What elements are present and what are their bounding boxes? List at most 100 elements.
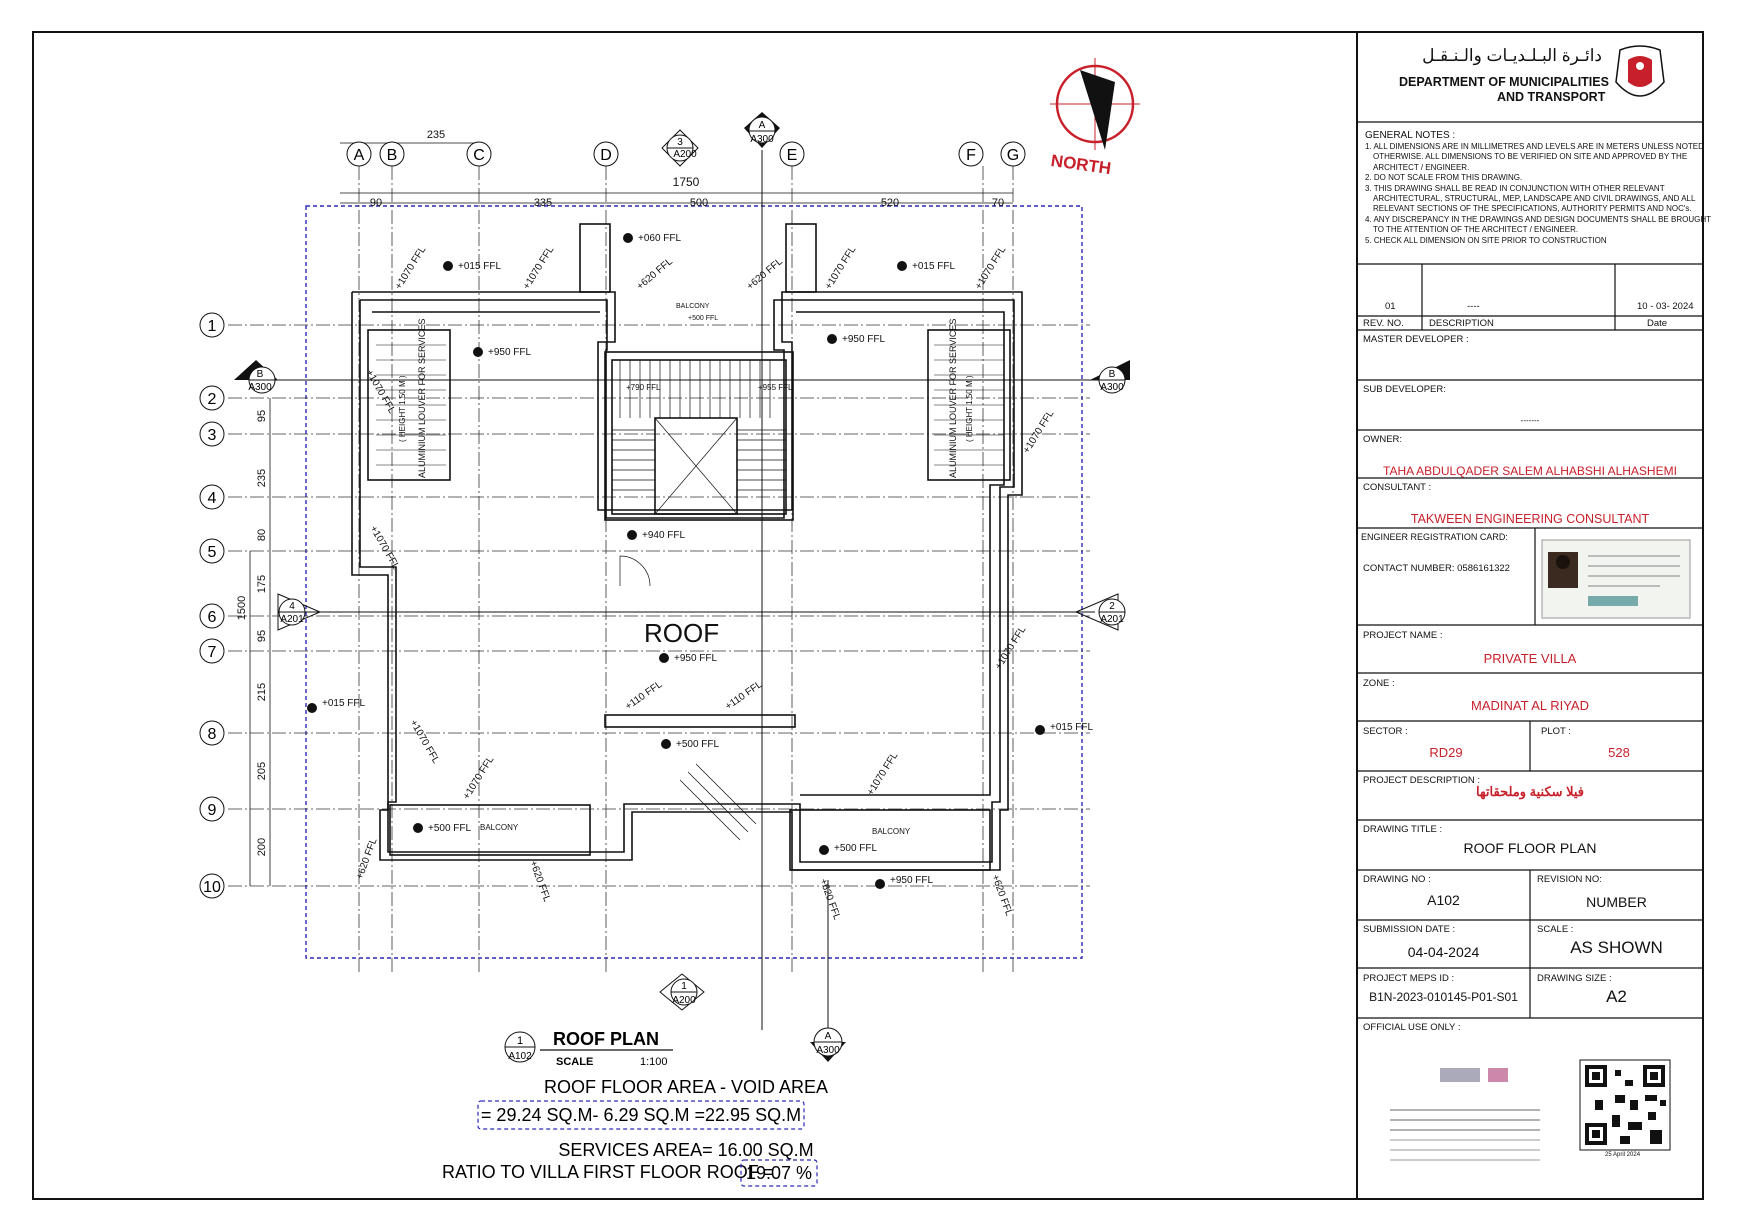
svg-text:+500 FFL: +500 FFL (428, 823, 472, 834)
grid-lines (228, 166, 1090, 975)
svg-text:= 29.24 SQ.M- 6.29 SQ.M =22.95: = 29.24 SQ.M- 6.29 SQ.M =22.95 SQ.M (481, 1105, 801, 1125)
master-developer-label: MASTER DEVELOPER : (1363, 334, 1469, 345)
plot-value: 528 (1608, 745, 1630, 760)
svg-text:+620 FFL: +620 FFL (354, 836, 379, 881)
owner-label: OWNER: (1363, 434, 1403, 445)
project-name-label: PROJECT NAME : (1363, 630, 1443, 641)
svg-text:+620 FFL: +620 FFL (527, 859, 552, 904)
grid-column-bubbles: A B C D E F G (346, 141, 1026, 167)
louver-label-left: ALUMINIUM LOUVER FOR SERVICES (417, 319, 427, 478)
svg-text:95: 95 (256, 410, 268, 422)
svg-text:+1070 FFL: +1070 FFL (407, 718, 441, 766)
svg-text:E: E (787, 147, 798, 164)
svg-text:235: 235 (256, 469, 268, 487)
svg-text:ROOF PLAN: ROOF PLAN (553, 1029, 659, 1049)
svg-text:ROOF FLOOR AREA - VOID AREA: ROOF FLOOR AREA - VOID AREA (544, 1077, 828, 1097)
svg-text:B: B (257, 369, 264, 380)
north-label: NORTH (1050, 151, 1113, 178)
louver-hatch (376, 344, 1004, 466)
svg-text:+015 FFL: +015 FFL (1050, 722, 1094, 733)
svg-text:RATIO TO VILLA FIRST FLOOR ROO: RATIO TO VILLA FIRST FLOOR ROOF = (442, 1162, 774, 1182)
official-use-label: OFFICIAL USE ONLY : (1363, 1022, 1461, 1033)
svg-text:+1070 FFL: +1070 FFL (973, 244, 1008, 291)
qr-code-icon (1579, 1059, 1671, 1151)
project-meps-value: B1N-2023-010145-P01-S01 (1369, 990, 1518, 1004)
svg-text:A102: A102 (508, 1051, 532, 1062)
authority-arabic-name: دائـرة البـلـديـات والـنـقـل (1422, 46, 1602, 65)
svg-text:+015 FFL: +015 FFL (912, 261, 956, 272)
svg-text:90: 90 (370, 197, 382, 209)
svg-text:B: B (1109, 369, 1116, 380)
svg-text:1750: 1750 (673, 175, 700, 189)
svg-text:B: B (387, 147, 398, 164)
svg-text:+500 FFL: +500 FFL (834, 843, 878, 854)
approval-stamp-date: 25 April 2024 (1605, 1152, 1641, 1158)
svg-text:+1070 FFL: +1070 FFL (521, 244, 556, 291)
svg-text:+110 FFL: +110 FFL (623, 679, 664, 713)
svg-text:2: 2 (208, 391, 217, 408)
revision-no-value: NUMBER (1586, 894, 1647, 910)
svg-text:6: 6 (208, 609, 217, 626)
drawing-no-label: DRAWING NO : (1363, 874, 1431, 885)
svg-text:+950 FFL: +950 FFL (842, 334, 886, 345)
svg-text:520: 520 (881, 197, 899, 209)
engineer-id-card-image (1541, 539, 1691, 619)
svg-text:335: 335 (534, 197, 552, 209)
svg-text:A200: A200 (673, 149, 697, 160)
svg-text:4: 4 (289, 601, 295, 612)
dimension-lines (249, 142, 1013, 886)
revision-header-no: REV. NO. (1363, 318, 1404, 329)
plan-title-legend: 1 A102 ROOF PLAN SCALE 1:100 ROOF FLOOR … (442, 1029, 828, 1187)
svg-text:205: 205 (256, 762, 268, 780)
general-notes: 1. ALL DIMENSIONS ARE IN MILLIMETRES AND… (1365, 142, 1711, 245)
louver-height-right: ( HEIGHT 1.50 M ) (965, 375, 974, 442)
svg-text:+015 FFL: +015 FFL (458, 261, 502, 272)
svg-text:3: 3 (677, 137, 683, 148)
plot-boundary (305, 205, 1083, 959)
svg-text:+620 FFL: +620 FFL (745, 256, 785, 292)
sub-developer-label: SUB DEVELOPER: (1363, 384, 1446, 395)
submission-date-value: 04-04-2024 (1407, 944, 1480, 960)
svg-text:500: 500 (690, 197, 708, 209)
project-description-value: فيلا سكنية وملحقاتها (1475, 784, 1585, 799)
drawing-title-label: DRAWING TITLE : (1363, 824, 1443, 835)
project-meps-label: PROJECT MEPS ID : (1363, 973, 1455, 984)
svg-text:+955 FFL: +955 FFL (758, 383, 793, 392)
revision-description: ---- (1467, 301, 1480, 312)
section-cut-lines (270, 150, 1108, 1030)
zone-label: ZONE : (1363, 678, 1395, 689)
svg-text:200: 200 (256, 838, 268, 856)
svg-text:A: A (354, 147, 365, 164)
svg-text:+1070 FFL: +1070 FFL (1021, 408, 1056, 455)
svg-text:3: 3 (208, 427, 217, 444)
drawing-no-value: A102 (1427, 892, 1460, 908)
louver-height-left: ( HEIGHT 1.50 M ) (398, 375, 407, 442)
balcony-label-bottom-left: BALCONY (480, 823, 519, 832)
zone-value: MADINAT AL RIYAD (1471, 698, 1589, 713)
plot-label: PLOT : (1541, 726, 1571, 737)
scale-label: SCALE : (1537, 924, 1574, 935)
svg-text:+1070 FFL: +1070 FFL (993, 624, 1028, 671)
svg-text:A200: A200 (672, 995, 696, 1006)
svg-text:A: A (759, 120, 766, 131)
svg-text:A201: A201 (1100, 614, 1124, 625)
svg-text:A: A (825, 1031, 832, 1042)
title-block: دائـرة البـلـديـات والـنـقـل DEPARTMENT … (1357, 32, 1711, 1199)
general-notes-heading: GENERAL NOTES : (1365, 130, 1456, 141)
svg-text:+1070 FFL: +1070 FFL (367, 524, 401, 572)
owner-value: TAHA ABDULQADER SALEM ALHABSHI ALHASHEMI (1383, 464, 1677, 478)
consultant-label: CONSULTANT : (1363, 482, 1432, 493)
authority-emblem-icon (1615, 45, 1665, 97)
revision-header-date: Date (1647, 318, 1668, 329)
svg-text:2: 2 (1109, 601, 1115, 612)
svg-text:+620 FFL: +620 FFL (817, 877, 842, 922)
